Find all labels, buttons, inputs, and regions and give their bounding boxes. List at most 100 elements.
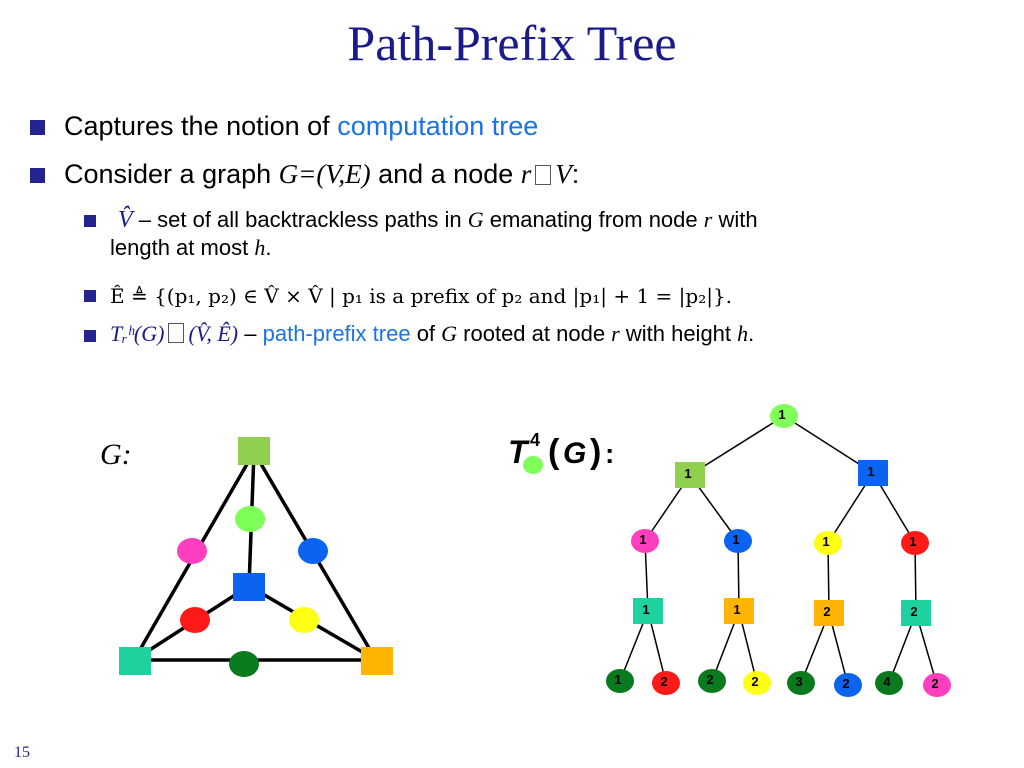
page-number: 15 [14, 744, 30, 761]
sub-bullet-1: V̂ – set of all backtrackless paths in G… [110, 206, 990, 262]
graph-node-square [238, 437, 270, 465]
tree-label-lparen: ( [548, 433, 560, 471]
sub-bullet-square [84, 290, 96, 302]
sub-bullet-3: Tᵣʰ(G) (V̂, Ê) – path-prefix tree of G ro… [110, 320, 754, 348]
graph-node-square [361, 647, 393, 675]
graph-node-circle [235, 506, 265, 532]
tree-node-circle [698, 669, 726, 693]
colon: : [571, 159, 580, 189]
bullet-2-text: Consider a graph [64, 159, 279, 189]
tree-node-square [858, 460, 888, 486]
root-marker-icon [523, 456, 543, 474]
graph-node-circle [229, 651, 259, 677]
tree-node-label: 1 [822, 534, 829, 549]
graph-node-circle [289, 607, 319, 633]
sub-3-h: h [737, 321, 749, 346]
sub-1-r: r [703, 207, 713, 232]
graph-node-circle [180, 607, 210, 633]
tree-node-circle [743, 671, 771, 695]
tree-node-label: 2 [823, 604, 830, 619]
tree-node-label: 1 [867, 464, 874, 479]
graph-def: G=(V,E) [278, 159, 371, 189]
tree-node-circle [923, 673, 951, 697]
sub-bullet-square [84, 330, 96, 342]
tree-node-circle [834, 673, 862, 697]
tree-node-circle [606, 669, 634, 693]
tree-node-circle [901, 531, 929, 555]
tree-node-circle [814, 531, 842, 555]
tree-node-label: 1 [614, 672, 621, 687]
sub-1-text-3: with [712, 207, 758, 232]
sub-3-end: . [748, 321, 755, 346]
tree-node-label: 1 [732, 532, 739, 547]
slide-title: Path-Prefix Tree [347, 15, 677, 71]
bullet-1-text: Captures the notion of [64, 111, 338, 141]
bullet-2-text-2: and a node [370, 159, 521, 189]
tree-node-circle [631, 529, 659, 553]
sub-1-g: G [467, 207, 484, 232]
tree-node-label: 1 [642, 602, 649, 617]
tree-node-label: 1 [778, 407, 785, 422]
sub-3-text: of [410, 321, 442, 346]
bullet-square [30, 168, 45, 183]
tree-nodes: 1 1 1 1 1 1 1 1 1 2 2 1 2 2 2 3 2 4 2 [606, 404, 951, 697]
sub-3-text-3: with height [619, 321, 738, 346]
tree-node-label: 1 [639, 532, 646, 547]
tree-node-label: 1 [733, 602, 740, 617]
bullet-square [30, 120, 45, 135]
tree-node-square [724, 598, 754, 624]
tree-formula-right: (V̂, Ê) [188, 321, 239, 346]
tree-label-colon: : [605, 438, 614, 469]
tree-node-label: 2 [751, 674, 758, 689]
edge-set-formula: Ê ≜ {(p₁, p₂) ∈ V̂ × V̂ | p₁ is a prefix… [110, 284, 733, 308]
tree-label-sup: 4 [530, 430, 540, 450]
element-of-glyph [535, 165, 552, 185]
sub-1-period: . [265, 235, 272, 260]
tree-label-rparen: ) [590, 433, 601, 471]
tree-edge [689, 415, 785, 476]
sub-1-h: h [254, 235, 266, 260]
dash: – [238, 321, 263, 346]
tree-node-label: 1 [684, 466, 691, 481]
sub-1-text: – set of all backtrackless paths in [132, 207, 468, 232]
graph-node-circle [177, 538, 207, 564]
bullet-1: Captures the notion of computation tree [64, 110, 538, 142]
vertex-set: V [555, 159, 572, 189]
sub-3-g: G [441, 321, 458, 346]
node-r: r [520, 159, 532, 189]
graph-node-square [233, 573, 265, 601]
sub-1-line2: length at most [110, 235, 255, 260]
tree-node-square [633, 598, 663, 624]
tree-node-circle [875, 671, 903, 695]
graph-node-square [119, 647, 151, 675]
graph-node-circle [298, 538, 328, 564]
def-glyph [168, 323, 185, 343]
tree-formula-left: Tᵣʰ(G) [110, 321, 165, 346]
sub-bullet-square [84, 215, 96, 227]
tree-node-label: 2 [931, 676, 938, 691]
tree-node-circle [770, 404, 798, 428]
tree-node-circle [652, 671, 680, 695]
tree-node-circle [724, 529, 752, 553]
v-hat: V̂ [118, 207, 133, 233]
tree-node-label: 3 [795, 674, 802, 689]
sub-3-text-2: rooted at node [457, 321, 612, 346]
tree-node-square [675, 462, 705, 488]
tree-node-label: 2 [842, 676, 849, 691]
tree-node-square [814, 600, 844, 626]
tree-node-square [901, 600, 931, 626]
tree-node-label: 1 [909, 534, 916, 549]
tree-node-label: 2 [706, 672, 713, 687]
graph-label: G: [100, 438, 132, 471]
sub-1-text-2: emanating from node [483, 207, 704, 232]
tree-node-label: 4 [883, 674, 891, 689]
sub-3-r: r [611, 321, 620, 346]
computation-tree-link[interactable]: computation tree [337, 111, 539, 141]
tree-node-label: 2 [660, 674, 667, 689]
tree-node-circle [787, 671, 815, 695]
tree-node-label: 2 [910, 604, 917, 619]
tree-label-G: G [563, 437, 586, 470]
path-prefix-tree-link[interactable]: path-prefix tree [262, 321, 411, 346]
